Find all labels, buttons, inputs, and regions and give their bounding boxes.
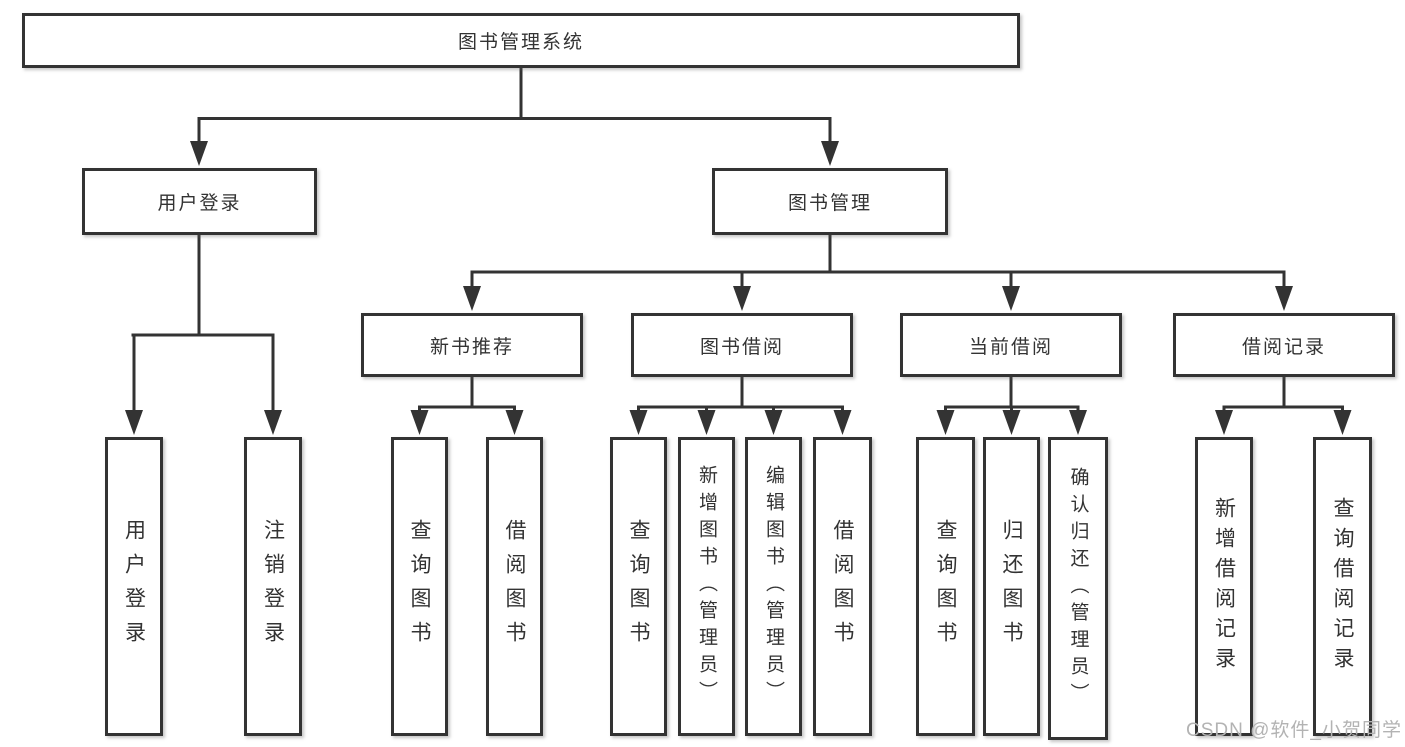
leaf-query-borrow-record: 查询借阅记录 (1313, 437, 1372, 736)
leaf-label: 查询借阅记录 (1331, 496, 1354, 677)
leaf-label: 借阅图书 (831, 518, 854, 655)
leaf-query-books-current: 查询图书 (916, 437, 975, 736)
node-label: 借阅记录 (1241, 336, 1326, 358)
node-book-borrowing: 图书借阅 (631, 313, 853, 377)
leaf-label: 新增图书（管理员） (696, 465, 717, 708)
leaf-user-login: 用户登录 (105, 437, 163, 736)
node-library-system: 图书管理系统 (22, 13, 1020, 68)
leaf-label: 确认归还（管理员） (1067, 467, 1089, 710)
leaf-query-books-borrowing: 查询图书 (610, 437, 667, 736)
leaf-add-book-admin: 新增图书（管理员） (678, 437, 735, 736)
leaf-borrow-books-borrowing: 借阅图书 (813, 437, 872, 736)
node-label: 用户登录 (157, 193, 242, 214)
node-label: 图书管理系统 (457, 32, 584, 53)
leaf-label: 查询图书 (934, 518, 957, 655)
leaf-return-book: 归还图书 (983, 437, 1040, 736)
node-label: 图书借阅 (699, 336, 784, 358)
leaf-label: 查询图书 (627, 518, 650, 655)
node-label: 当前借阅 (968, 336, 1053, 358)
node-label: 图书管理 (787, 193, 872, 214)
watermark: CSDN @软件_小贺同学 (1186, 720, 1402, 741)
node-current-borrowing: 当前借阅 (900, 313, 1122, 377)
leaf-label: 归还图书 (1000, 518, 1023, 655)
leaf-label: 借阅图书 (503, 518, 526, 655)
leaf-label: 新增借阅记录 (1212, 496, 1236, 677)
leaf-add-borrow-record: 新增借阅记录 (1195, 437, 1253, 736)
leaf-label: 查询图书 (408, 518, 431, 655)
node-user-login: 用户登录 (82, 168, 317, 235)
leaf-label: 注销登录 (261, 518, 285, 655)
leaf-confirm-return-admin: 确认归还（管理员） (1048, 437, 1108, 740)
node-new-book-recommend: 新书推荐 (361, 313, 583, 377)
leaf-borrow-books-recommend: 借阅图书 (486, 437, 543, 736)
leaf-query-books-recommend: 查询图书 (391, 437, 448, 736)
node-label: 新书推荐 (429, 336, 514, 358)
leaf-edit-book-admin: 编辑图书（管理员） (745, 437, 802, 736)
node-borrowing-records: 借阅记录 (1173, 313, 1395, 377)
leaf-logout: 注销登录 (244, 437, 302, 736)
leaf-label: 编辑图书（管理员） (763, 465, 784, 708)
leaf-label: 用户登录 (122, 518, 146, 655)
node-book-management: 图书管理 (712, 168, 948, 235)
